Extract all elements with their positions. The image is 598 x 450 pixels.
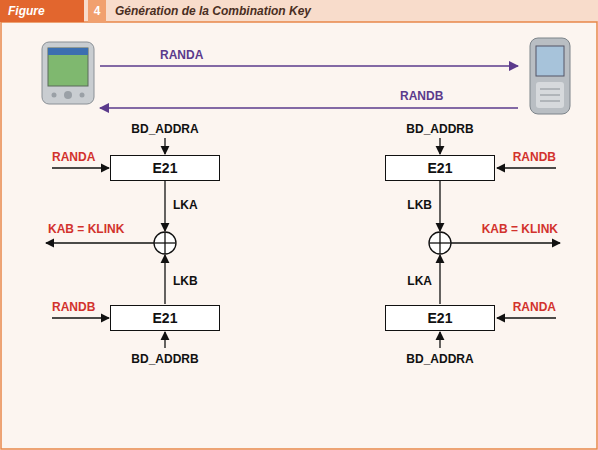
address-name: BD_ADDRB	[131, 352, 198, 366]
key-name: LKA	[407, 274, 432, 288]
signal-wires	[46, 138, 560, 348]
rand-a-exchange	[100, 65, 518, 67]
signal-name: RANDB	[513, 150, 556, 164]
key-name: KAB = KLINK	[48, 222, 124, 236]
figure-number: 4	[88, 0, 106, 22]
panel-frame	[1, 22, 597, 449]
key-name: LKB	[173, 274, 198, 288]
xor-symbol	[429, 232, 451, 254]
address-name: BD_ADDRA	[406, 352, 473, 366]
key-name: LKA	[173, 198, 198, 212]
address-name: BD_ADDRB	[406, 122, 473, 136]
function-box: E21	[385, 305, 495, 331]
function-box: E21	[110, 305, 220, 331]
signal-name: RANDA	[513, 300, 556, 314]
function-box: E21	[110, 155, 220, 181]
function-box: E21	[385, 155, 495, 181]
function-name: E21	[153, 160, 178, 176]
rand-b-exchange	[100, 107, 518, 109]
figure-tag: Figure	[0, 0, 84, 22]
signal-name: RANDA	[160, 48, 203, 62]
header-bar	[0, 0, 598, 22]
xor-symbol	[154, 232, 176, 254]
function-name: E21	[428, 310, 453, 326]
pda-icon	[42, 42, 94, 104]
function-name: E21	[428, 160, 453, 176]
address-name: BD_ADDRA	[131, 122, 198, 136]
key-name: LKB	[407, 198, 432, 212]
figure-title: Génération de la Combination Key	[115, 0, 311, 22]
signal-name: RANDA	[52, 150, 95, 164]
phone-icon	[530, 38, 570, 114]
signal-name: RANDB	[52, 300, 95, 314]
key-name: KAB = KLINK	[482, 222, 558, 236]
function-name: E21	[153, 310, 178, 326]
signal-name: RANDB	[400, 89, 443, 103]
